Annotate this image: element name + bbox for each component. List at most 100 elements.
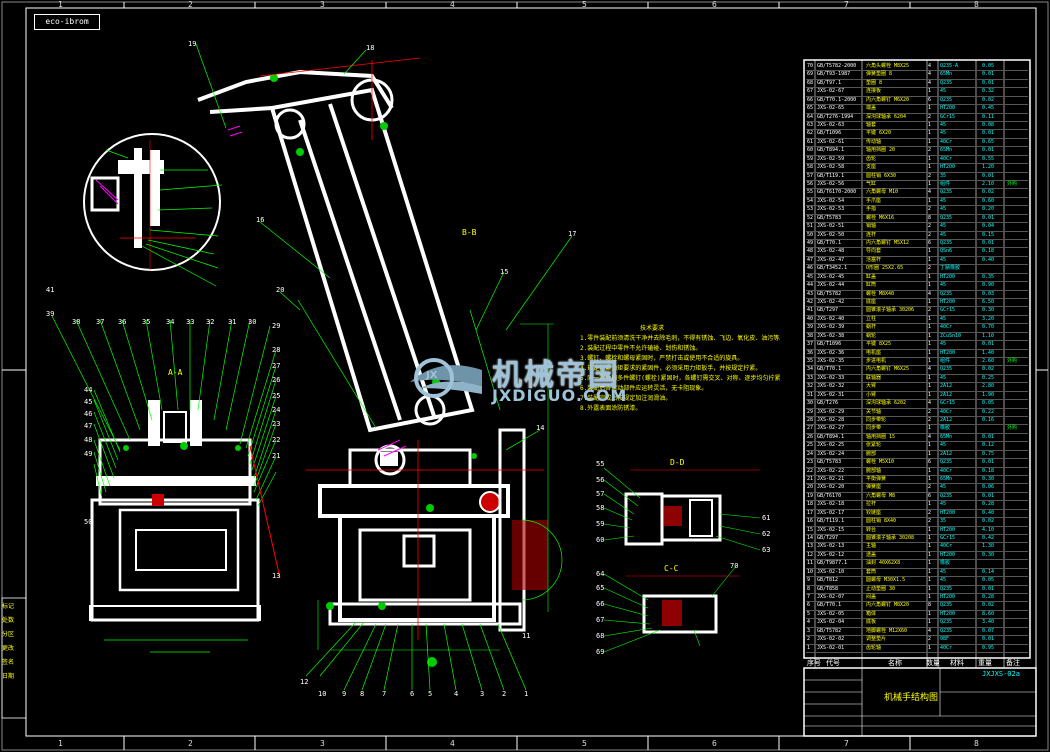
bom-cell-qty: 1 bbox=[928, 332, 932, 339]
bom-cell-qty: 6 bbox=[928, 459, 932, 466]
bom-cell-code: JXS-02-28 bbox=[817, 417, 845, 423]
revision-legend-item: 更改 bbox=[2, 645, 15, 652]
bom-cell-num: 58 bbox=[807, 164, 814, 171]
bom-cell-code: GB/T276 bbox=[817, 400, 839, 407]
bom-cell-material: 45 bbox=[940, 206, 947, 213]
bom-cell-qty: 2 bbox=[928, 307, 932, 314]
bom-cell-num: 50 bbox=[807, 231, 814, 238]
bom-cell-num: 31 bbox=[807, 391, 814, 398]
bom-cell-weight: 3.20 bbox=[982, 315, 995, 322]
bom-cell-material: HT200 bbox=[940, 273, 956, 280]
bom-cell-num: 33 bbox=[807, 374, 814, 381]
watermark-logo-text: JX bbox=[426, 370, 438, 381]
bom-cell-qty: 2 bbox=[928, 206, 932, 213]
callout-49: 49 bbox=[84, 450, 93, 458]
bom-cell-code: GB/T297 bbox=[817, 307, 839, 314]
bom-cell-num: 68 bbox=[807, 79, 814, 86]
bom-cell-weight: 0.01 bbox=[982, 130, 995, 137]
bom-cell-num: 1 bbox=[807, 644, 811, 651]
bom-cell-qty: 1 bbox=[928, 164, 932, 171]
bom-cell-code: JXS-02-31 bbox=[817, 391, 845, 398]
bom-cell-name: 底座 bbox=[866, 299, 877, 305]
callout-b1: 1 bbox=[524, 690, 529, 698]
bom-cell-num: 60 bbox=[807, 147, 814, 154]
bom-cell-qty: 2 bbox=[928, 172, 932, 179]
callout-m17: 17 bbox=[568, 230, 577, 238]
bom-cell-code: JXS-02-01 bbox=[817, 644, 845, 651]
bom-cell-weight: 0.01 bbox=[982, 240, 995, 246]
bom-cell-material: 65Mn bbox=[940, 433, 953, 440]
bom-cell-material: 45 bbox=[940, 282, 947, 289]
bom-cell-qty: 6 bbox=[928, 492, 932, 499]
bom-cell-name: 齿轮轴 bbox=[866, 644, 882, 651]
bom-cell-num: 24 bbox=[807, 450, 814, 457]
bom-cell-qty: 1 bbox=[928, 122, 932, 128]
bom-cell-code: JXS-02-67 bbox=[817, 88, 845, 95]
bom-cell-weight: 0.95 bbox=[982, 644, 995, 651]
bom-cell-name: 导向套 bbox=[866, 248, 882, 255]
bom-cell-material: 35 bbox=[940, 172, 947, 179]
bom-header: 序号 代号 名称 数量 材料 重量 备注 bbox=[806, 656, 1028, 668]
bom-cell-code: JXS-02-12 bbox=[817, 551, 845, 558]
bom-cell-num: 70 bbox=[807, 63, 814, 69]
bom-cell-material: 45 bbox=[940, 442, 947, 449]
bom-header-material: 材料 bbox=[950, 659, 964, 667]
zone-top-7: 7 bbox=[844, 0, 849, 9]
bom-cell-code: GB/T119.1 bbox=[817, 172, 845, 179]
bom-cell-num: 28 bbox=[807, 417, 814, 423]
bom-cell-material: HT200 bbox=[940, 105, 956, 112]
bom-cell-num: 45 bbox=[807, 273, 814, 280]
bom-cell-num: 42 bbox=[807, 299, 814, 305]
bom-cell-material: 40Cr bbox=[940, 155, 953, 162]
bom-cell-remark: 外购 bbox=[1007, 181, 1018, 187]
bom-cell-qty: 4 bbox=[928, 79, 932, 86]
callout-27: 27 bbox=[272, 362, 281, 370]
bom-cell-num: 37 bbox=[807, 341, 814, 348]
callout-25: 25 bbox=[272, 392, 281, 400]
bom-cell-name: 六角螺母 M8 bbox=[866, 492, 896, 499]
bom-cell-material: GCr15 bbox=[940, 307, 956, 314]
bom-header-name: 名称 bbox=[888, 659, 902, 667]
bom-cell-name: 销轴 bbox=[866, 223, 877, 230]
bom-cell-material: Q235 bbox=[940, 240, 953, 246]
bom-cell-remark: 外购 bbox=[1007, 358, 1018, 364]
bom-cell-material: Q235 bbox=[940, 492, 953, 499]
bom-cell-code: GB/T1096 bbox=[817, 130, 842, 137]
bom-cell-name: 轴用挡圈 20 bbox=[866, 147, 896, 154]
bom-cell-qty: 2 bbox=[928, 484, 932, 491]
bom-cell-weight: 0.28 bbox=[982, 594, 995, 600]
bom-cell-name: 手指 bbox=[866, 206, 877, 213]
bom-cell-qty: 1 bbox=[928, 610, 932, 617]
callout-28: 28 bbox=[272, 346, 281, 354]
bom-cell-code: JXS-02-42 bbox=[817, 299, 845, 305]
bom-cell-qty: 8 bbox=[928, 602, 932, 609]
bom-cell-name: 六角头螺栓 M8X25 bbox=[866, 63, 910, 69]
bom-cell-weight: 0.16 bbox=[982, 417, 995, 423]
callout-26: 26 bbox=[272, 376, 281, 384]
bom-cell-code: GB/T5782 bbox=[817, 627, 842, 634]
callout-m14: 14 bbox=[536, 424, 545, 432]
bom-cell-weight: 0.02 bbox=[982, 518, 995, 525]
bom-cell-num: 10 bbox=[807, 568, 814, 575]
bom-cell-qty: 1 bbox=[928, 105, 932, 112]
bom-cell-qty: 1 bbox=[928, 155, 932, 162]
bom-cell-name: 缸筒 bbox=[866, 282, 877, 289]
bom-cell-code: JXS-02-27 bbox=[817, 425, 845, 432]
tech-note-line: 3.螺钉、螺栓和螺母紧固时，严禁打击或使用不合适的旋具。 bbox=[580, 355, 744, 362]
bom-cell-weight: 1.20 bbox=[982, 164, 995, 171]
bom-cell-name: 闷盖 bbox=[866, 594, 877, 600]
bom-cell-code: GB/T3452.1 bbox=[817, 265, 848, 272]
bom-cell-material: Q235-A bbox=[940, 63, 959, 69]
bom-cell-name: 同步带轮 bbox=[866, 417, 887, 423]
